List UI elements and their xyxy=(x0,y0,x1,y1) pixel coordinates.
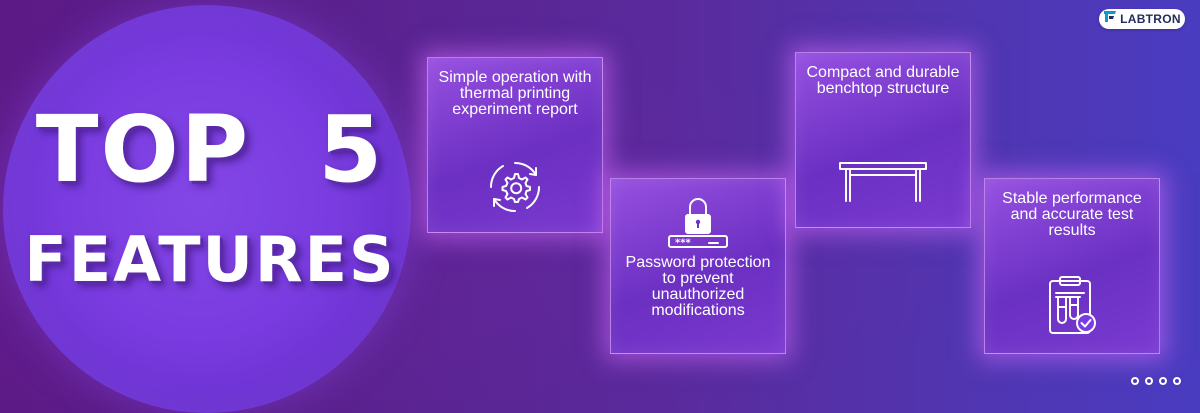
labtron-logo: LABTRON xyxy=(1099,9,1185,29)
feature-card-thermal-printing: Simple operation with thermal printing e… xyxy=(427,57,603,233)
headline-circle xyxy=(3,5,411,413)
labtron-mark-icon xyxy=(1103,10,1117,28)
carousel-dot-2[interactable] xyxy=(1145,377,1153,385)
feature-card-benchtop-structure: Compact and durable benchtop structure xyxy=(795,52,971,228)
feature-text-stable-performance: Stable performance and accurate test res… xyxy=(1002,190,1142,239)
carousel-dot-3[interactable] xyxy=(1159,377,1167,385)
password-lock-icon: *** xyxy=(666,197,730,253)
benchtop-table-icon xyxy=(838,161,928,207)
headline-features: FEATURES xyxy=(24,223,396,296)
feature-text-thermal-printing: Simple operation with thermal printing e… xyxy=(438,69,592,118)
svg-text:***: *** xyxy=(675,238,691,249)
headline-top-5: TOP 5 xyxy=(35,96,385,203)
feature-text-benchtop-structure: Compact and durable benchtop structure xyxy=(806,64,960,97)
feature-card-password-protection: *** Password protection to prevent unaut… xyxy=(610,178,786,354)
brand-name: LABTRON xyxy=(1120,12,1181,26)
clipboard-test-tubes-check-icon xyxy=(1042,275,1102,341)
gear-cycle-icon xyxy=(486,158,544,220)
carousel-dot-1[interactable] xyxy=(1131,377,1139,385)
carousel-dot-4[interactable] xyxy=(1173,377,1181,385)
feature-text-password-protection: Password protection to prevent unauthori… xyxy=(625,254,771,319)
feature-card-stable-performance: Stable performance and accurate test res… xyxy=(984,178,1160,354)
carousel-dots xyxy=(1131,377,1181,385)
